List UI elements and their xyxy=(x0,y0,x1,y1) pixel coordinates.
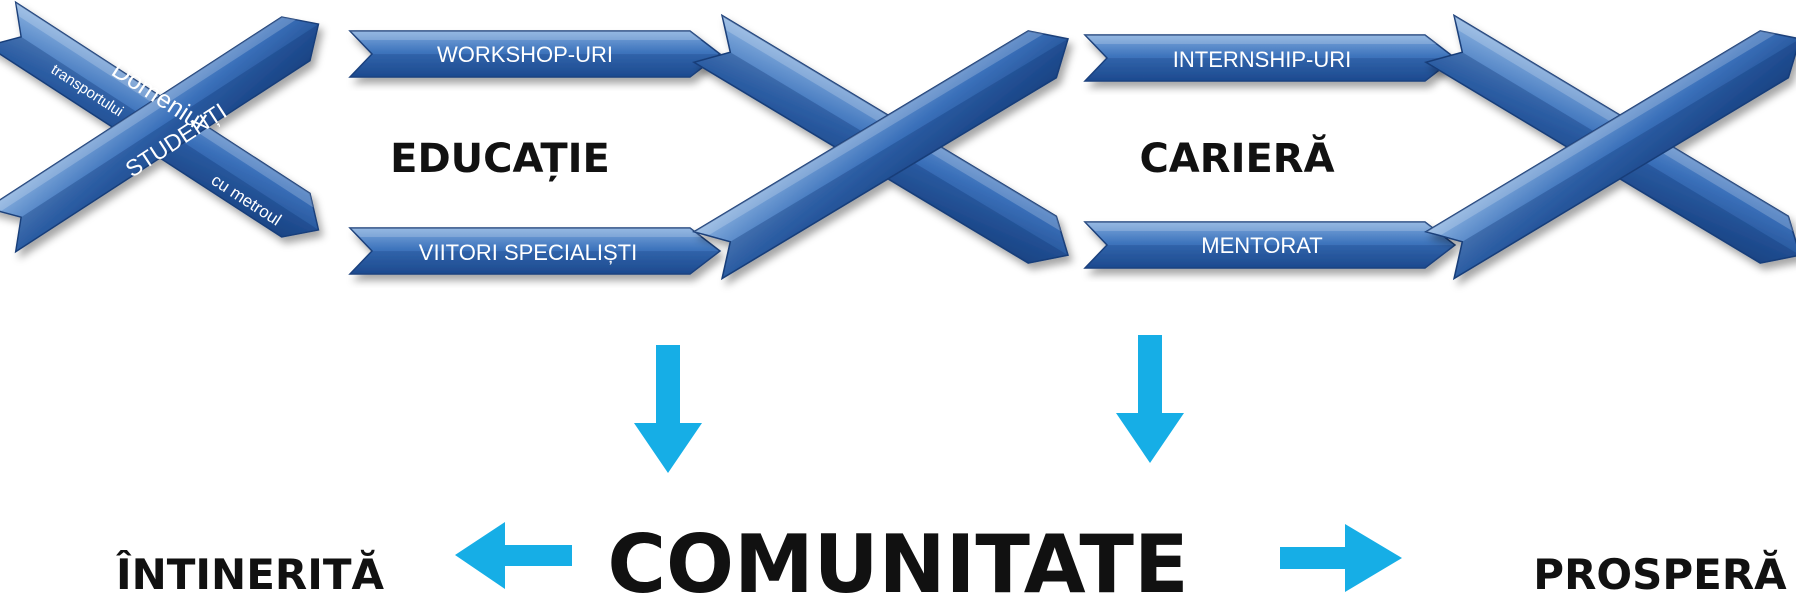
cross-middle xyxy=(693,14,1083,280)
stage-title-career: CARIERĂ xyxy=(1139,133,1334,182)
down-arrow-icon xyxy=(1116,335,1184,463)
ribbon-label-workshops: WORKSHOP-URI xyxy=(437,42,613,67)
bottom-word-community: COMUNITATE xyxy=(607,518,1188,599)
bottom-word-prosperous: PROSPERĂ xyxy=(1533,549,1787,599)
ribbon-label-future-specialists: VIITORI SPECIALIȘTI xyxy=(419,240,637,265)
stage-title-education: EDUCAȚIE xyxy=(390,136,610,182)
ribbon-label-mentoring: MENTORAT xyxy=(1201,233,1322,258)
cross-right xyxy=(1425,14,1796,280)
right-arrow-icon xyxy=(1280,524,1402,592)
down-arrow-icon xyxy=(634,345,702,473)
left-arrow-icon xyxy=(455,522,572,589)
bottom-word-rejuvenated: ÎNTINERITĂ xyxy=(116,549,385,599)
ribbon-label-internships: INTERNSHIP-URI xyxy=(1173,47,1351,72)
